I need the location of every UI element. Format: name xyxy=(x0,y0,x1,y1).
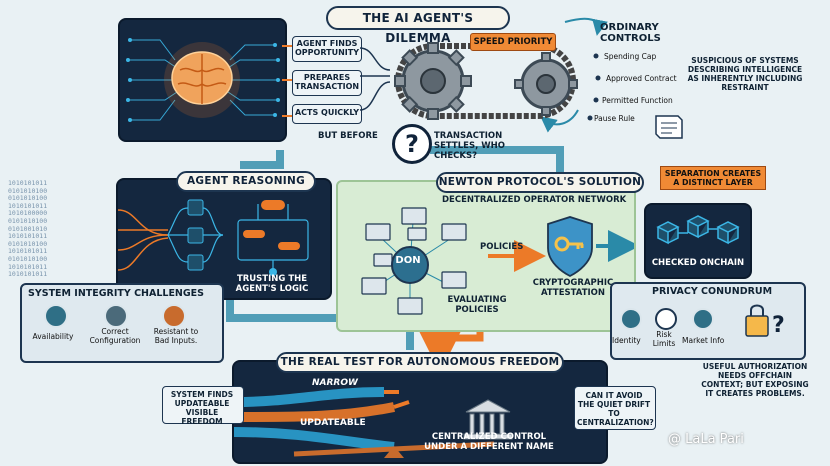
control-permitted-function: Permitted Function xyxy=(602,96,673,105)
svg-text:?: ? xyxy=(772,313,785,338)
updateable-label: UPDATEABLE xyxy=(300,418,366,428)
identity-icon xyxy=(620,308,642,330)
availability-icon xyxy=(44,304,68,328)
checked-onchain-panel xyxy=(644,203,752,279)
don-network-icon xyxy=(361,207,640,315)
agent-reasoning-caption: TRUSTING THE AGENT'S LOGIC xyxy=(235,274,309,294)
market-chart-icon xyxy=(692,308,714,330)
control-spending-cap: Spending Cap xyxy=(604,52,657,61)
don-label: DON xyxy=(395,255,421,266)
question-mark-icon: ? xyxy=(392,124,432,164)
evaluating-policies: EVALUATING POLICIES xyxy=(447,295,507,315)
watermark: @ LaLa Pari xyxy=(668,432,744,447)
step-find-opportunity: AGENT FINDS OPPORTUNITY xyxy=(292,36,362,62)
speed-priority-badge: SPEED PRIORITY xyxy=(470,33,556,51)
checked-onchain-label: CHECKED ONCHAIN xyxy=(651,258,745,268)
right-callout: CAN IT AVOID THE QUIET DRIFT TO CENTRALI… xyxy=(577,391,654,427)
agent-reasoning-title: AGENT REASONING xyxy=(176,171,316,192)
privacy-market-info: Market Info xyxy=(682,336,725,345)
privacy-note: USEFUL AUTHORIZATION NEEDS OFFCHAIN CONT… xyxy=(701,362,809,398)
binary-stream: 1010101011 0101010100 0101010100 1010101… xyxy=(8,179,48,279)
bad-inputs-icon xyxy=(162,304,186,328)
centralized-control-label: CENTRALIZED CONTROL UNDER A DIFFERENT NA… xyxy=(424,432,554,452)
privacy-risk-limits: Risk Limits xyxy=(652,330,676,348)
control-pause-rule: Pause Rule xyxy=(594,114,635,123)
settles-question: TRANSACTION SETTLES, WHO CHECKS? xyxy=(434,131,505,161)
policies-label: POLICIES xyxy=(480,242,524,252)
step-acts-quickly: ACTS QUICKLY xyxy=(292,104,362,124)
step-prepare-transaction: PREPARES TRANSACTION xyxy=(292,70,362,96)
separation-callout: SEPARATION CREATES A DISTINCT LAYER xyxy=(660,166,766,190)
ordinary-controls-heading: ORDINARY CONTROLS xyxy=(600,22,661,44)
narrow-label: NARROW xyxy=(312,378,358,388)
configuration-gear-icon xyxy=(104,304,128,328)
brain-icon xyxy=(126,38,280,122)
integrity-availability: Availability xyxy=(32,332,74,341)
drift-balance-icon xyxy=(233,387,513,458)
main-title: THE AI AGENT'S DILEMMA xyxy=(326,6,510,45)
step-converge-arrows xyxy=(360,47,391,111)
left-callout-box xyxy=(162,386,244,424)
privacy-title: PRIVACY CONUNDRUM xyxy=(652,286,773,297)
newton-title: NEWTON PROTOCOL'S SOLUTION xyxy=(436,172,644,193)
reasoning-flow-icon xyxy=(117,199,309,276)
blockchain-cubes-icon xyxy=(656,215,740,245)
risk-warning-icon xyxy=(655,308,677,330)
right-callout-box xyxy=(574,386,656,430)
left-callout: SYSTEM FINDS UPDATEABLE VISIBLE FREEDOM xyxy=(170,390,234,426)
suspicious-note: SUSPICIOUS OF SYSTEMS DESCRIBING INTELLI… xyxy=(687,56,803,92)
gear-chain-icon xyxy=(394,42,578,120)
but-before-label: BUT BEFORE xyxy=(318,131,378,141)
attestation-label: CRYPTOGRAPHIC ATTESTATION xyxy=(532,278,614,298)
integrity-bad-inputs: Resistant to Bad Inputs. xyxy=(153,327,199,345)
don-heading: DECENTRALIZED OPERATOR NETWORK xyxy=(442,195,627,205)
privacy-identity: Identity xyxy=(612,336,641,345)
control-approved-contract: Approved Contract xyxy=(606,74,677,83)
integrity-configuration: Correct Configuration xyxy=(89,327,141,345)
newton-panel xyxy=(336,180,640,332)
scroll-note-icon xyxy=(655,115,683,139)
real-test-title: THE REAL TEST FOR AUTONOMOUS FREEDOM xyxy=(276,352,564,373)
brain-panel xyxy=(118,18,287,142)
integrity-title: SYSTEM INTEGRITY CHALLENGES xyxy=(28,288,205,299)
lock-question-icon: ? xyxy=(745,304,785,338)
